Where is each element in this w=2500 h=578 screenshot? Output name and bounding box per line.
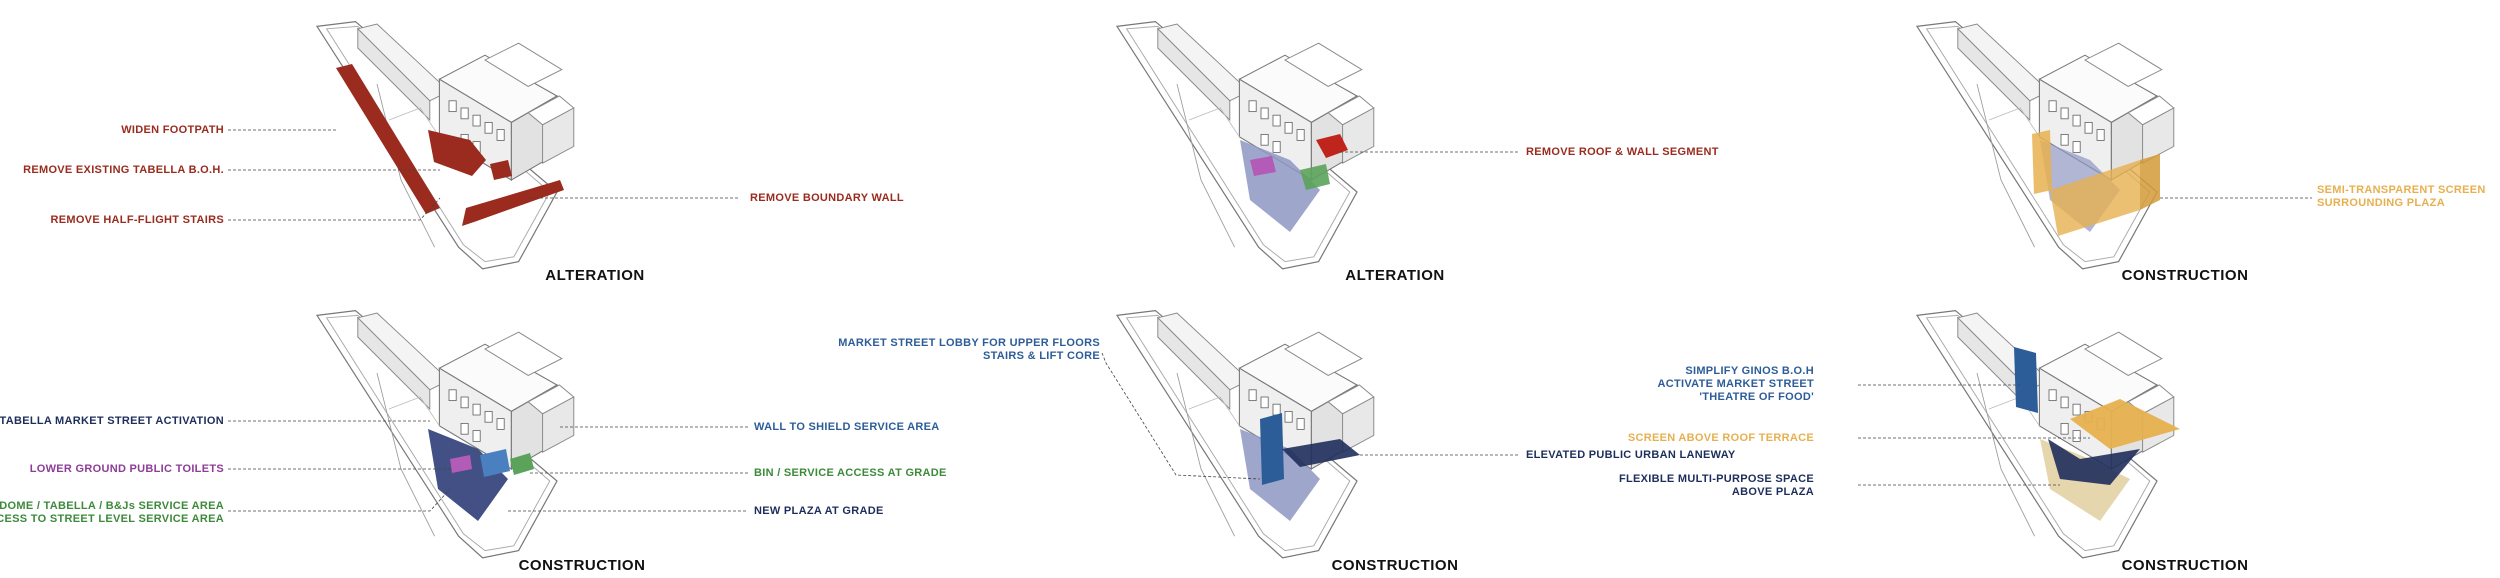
ginos-boh-volume [2014, 347, 2038, 413]
panel-caption: CONSTRUCTION [1331, 557, 1459, 574]
bin-access-label: BIN / SERVICE ACCESS AT GRADE [754, 467, 947, 479]
panel-caption: CONSTRUCTION [2121, 267, 2249, 284]
flex-space-label-line1: FLEXIBLE MULTI-PURPOSE SPACE [1618, 473, 1814, 485]
laneway-label: ELEVATED PUBLIC URBAN LANEWAY [1526, 449, 1736, 461]
screen-label-line1: SEMI-TRANSPARENT SCREEN [2317, 184, 2486, 196]
remove-roof-wall-label: REMOVE ROOF & WALL SEGMENT [1526, 146, 1719, 158]
isometric-drawing-3 [1916, 21, 2175, 270]
isometric-drawing-5 [1116, 310, 1375, 559]
isometric-drawing-2 [1116, 21, 1375, 270]
panel-construction-4: TABELLA MARKET STREET ACTIVATION LOWER G… [0, 289, 946, 578]
toilets-block [1250, 156, 1276, 176]
flex-space-label-line2: ABOVE PLAZA [1731, 486, 1814, 498]
multi-purpose-space [2048, 439, 2140, 485]
screen-side [2140, 154, 2160, 210]
ginos-label-line2: ACTIVATE MARKET STREET [1657, 378, 1814, 390]
roof-screen-label: SCREEN ABOVE ROOF TERRACE [1627, 432, 1814, 444]
urban-laneway [1282, 439, 1360, 467]
service-block [1300, 164, 1330, 190]
service-area-label-line1: DOME / TABELLA / B&Js SERVICE AREA [0, 500, 224, 512]
widen-footpath-label: WIDEN FOOTPATH [121, 124, 224, 136]
panel-construction-3: SEMI-TRANSPARENT SCREEN SURROUNDING PLAZ… [1640, 0, 2485, 289]
ginos-label-line1: SIMPLIFY GINOS B.O.H [1685, 365, 1814, 377]
isometric-drawing-1 [316, 21, 575, 270]
remove-stairs-label: REMOVE HALF-FLIGHT STAIRS [50, 214, 224, 226]
remove-tabella-boh-label: REMOVE EXISTING TABELLA B.O.H. [23, 164, 224, 176]
isometric-drawing-6 [1916, 310, 2180, 559]
lobby-label-line2: STAIRS & LIFT CORE [982, 350, 1100, 362]
new-plaza-label: NEW PLAZA AT GRADE [754, 505, 884, 517]
panel-alteration-1: WIDEN FOOTPATH REMOVE EXISTING TABELLA B… [0, 0, 904, 289]
wall-shield-label: WALL TO SHIELD SERVICE AREA [754, 421, 940, 433]
boundary-wall [462, 180, 564, 226]
tabella-boh-volume [428, 130, 486, 176]
isometric-drawing-4 [316, 310, 575, 559]
service-area-label-line2: ACCESS TO STREET LEVEL SERVICE AREA [0, 513, 224, 525]
screen-label-line2: SURROUNDING PLAZA [2317, 197, 2445, 209]
roof-terrace-screen [2070, 399, 2180, 449]
market-activation-label: TABELLA MARKET STREET ACTIVATION [0, 415, 224, 427]
panel-caption: CONSTRUCTION [2121, 557, 2249, 574]
bin-service-area [510, 453, 534, 475]
panel-caption: CONSTRUCTION [518, 557, 646, 574]
lift-core [1260, 413, 1284, 485]
panel-construction-6: SIMPLIFY GINOS B.O.H ACTIVATE MARKET STR… [1619, 289, 2460, 578]
panel-alteration-2: REMOVE ROOF & WALL SEGMENT ALTERATION [820, 0, 1718, 289]
stairs-element [490, 160, 512, 180]
panel-caption: ALTERATION [1345, 267, 1445, 284]
public-toilets-label: LOWER GROUND PUBLIC TOILETS [29, 463, 224, 475]
panel-caption: ALTERATION [545, 267, 645, 284]
ginos-label-line3: 'THEATRE OF FOOD' [1699, 391, 1814, 403]
new-plaza [428, 429, 508, 521]
screen-front [2050, 160, 2140, 236]
lobby-label-line1: MARKET STREET LOBBY FOR UPPER FLOORS [838, 337, 1100, 349]
panel-construction-5: MARKET STREET LOBBY FOR UPPER FLOORS STA… [820, 289, 1735, 578]
screen-left [2032, 130, 2052, 194]
public-toilets [450, 455, 472, 473]
remove-boundary-wall-label: REMOVE BOUNDARY WALL [750, 192, 904, 204]
footpath-area [336, 64, 440, 214]
shield-wall [480, 449, 510, 477]
